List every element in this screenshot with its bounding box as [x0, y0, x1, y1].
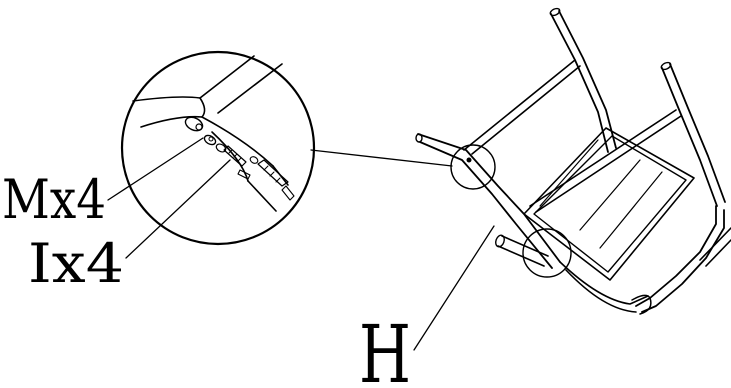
leader-line-m: [107, 137, 204, 201]
leader-line-h: [413, 225, 495, 351]
joint-highlight-upper: [450, 144, 496, 190]
bolt-hardware: [203, 134, 295, 201]
label-h: H: [359, 308, 411, 388]
magnifier-circle: [120, 50, 316, 246]
joint-highlight-lower: [522, 228, 572, 278]
chair-drawing: [415, 7, 731, 315]
leader-line-i: [125, 159, 231, 259]
magnified-frame: [132, 55, 289, 212]
magnifier-connector-line: [310, 149, 453, 167]
label-m-x4: Mx4: [2, 168, 106, 231]
detail-magnifier: [107, 50, 453, 259]
label-i-x4: Ix4: [28, 232, 124, 295]
